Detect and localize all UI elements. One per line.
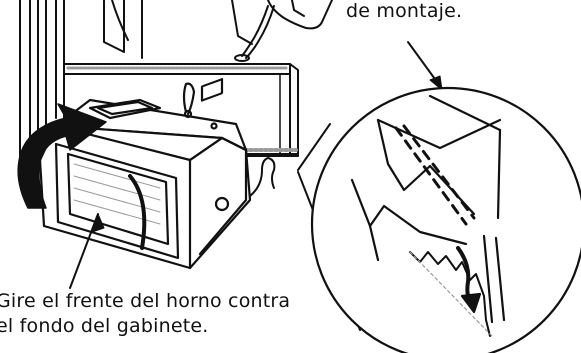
rotation-arrow <box>17 103 107 209</box>
caption-instruction-line-2: el fondo del gabinete. <box>0 315 209 337</box>
detail-bracket <box>350 94 506 337</box>
caption-instruction-line-1: Gire el frente del horno contra <box>0 290 291 312</box>
caption-mounting: de montaje. <box>346 0 463 22</box>
caption-leader-bottom <box>69 213 105 289</box>
detail-magnifier <box>297 86 581 353</box>
hand-with-cord <box>234 0 333 62</box>
caption-leader-top <box>407 41 443 91</box>
wall-frame <box>19 0 253 171</box>
microwave-oven <box>38 78 252 270</box>
power-cord <box>249 157 276 197</box>
